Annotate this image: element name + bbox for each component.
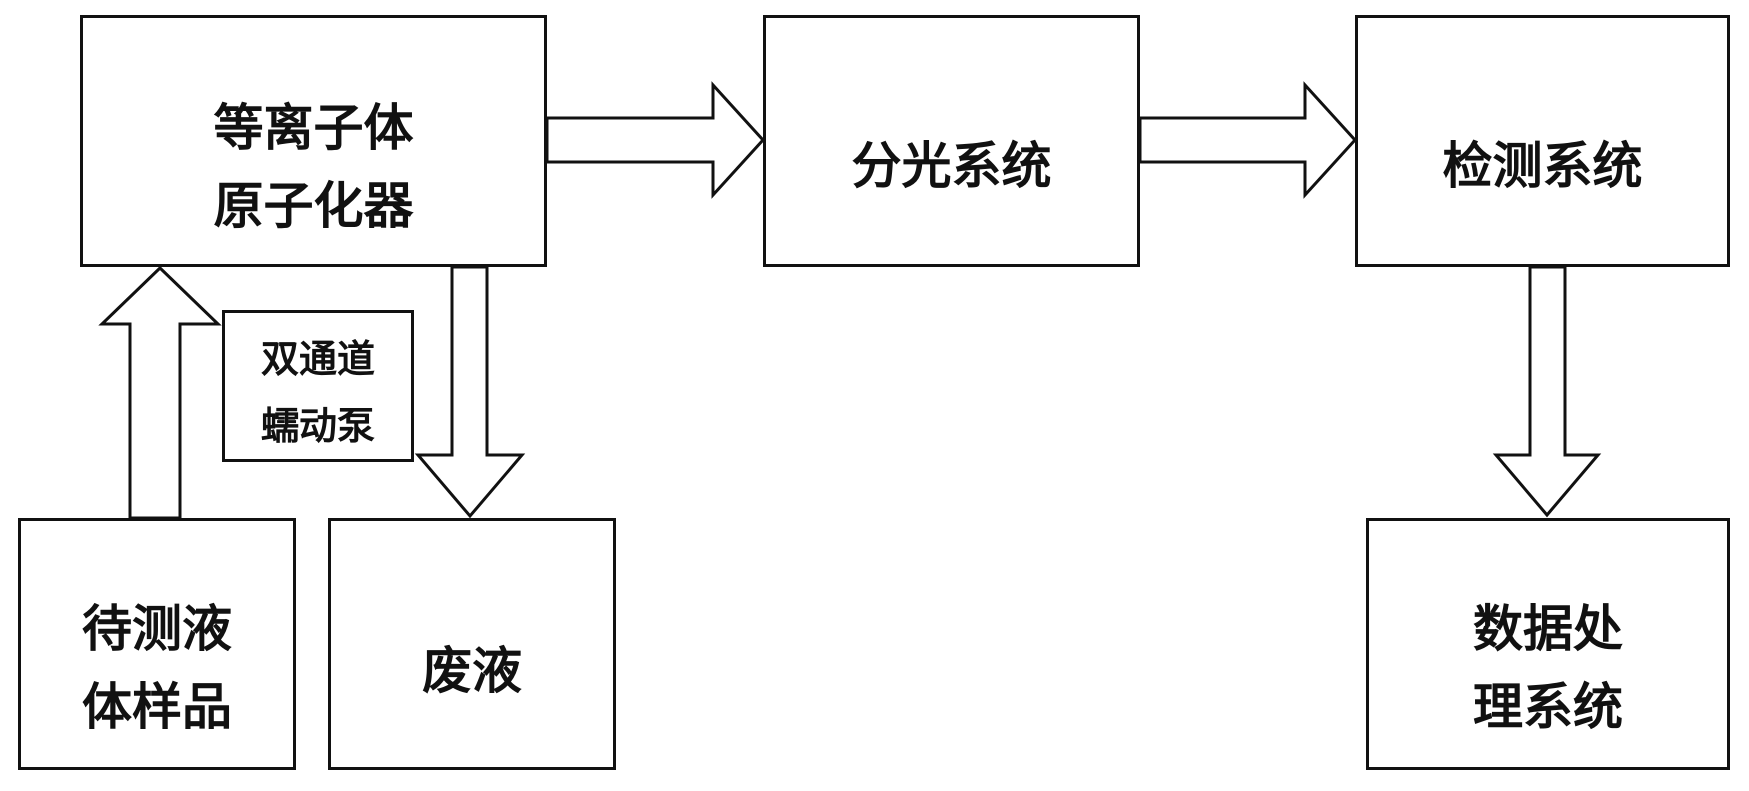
arrow-atomizer-to-waste [418,267,522,516]
dataproc-label-line1: 数据处 [1369,589,1727,661]
waste-box: 废液 [328,518,616,770]
waste-label: 废液 [331,631,613,703]
pump-box: 双通道 蠕动泵 [222,310,414,462]
arrow-sample-to-atomizer [102,268,218,518]
detector-box: 检测系统 [1355,15,1730,267]
atomizer-box: 等离子体 原子化器 [80,15,547,267]
arrow-detector-to-dataproc [1496,267,1598,515]
detector-label: 检测系统 [1358,126,1727,198]
pump-label-line2: 蠕动泵 [225,395,411,450]
sample-label-line1: 待测液 [21,589,293,661]
arrow-atomizer-to-spectro [547,85,763,195]
sample-box: 待测液 体样品 [18,518,296,770]
spectro-box: 分光系统 [763,15,1140,267]
sample-label-line2: 体样品 [21,667,293,739]
dataproc-label-line2: 理系统 [1369,667,1727,739]
dataproc-box: 数据处 理系统 [1366,518,1730,770]
pump-label-line1: 双通道 [225,328,411,383]
atomizer-label-line2: 原子化器 [83,166,544,238]
spectro-label: 分光系统 [766,126,1137,198]
atomizer-label-line1: 等离子体 [83,88,544,160]
arrow-spectro-to-detector [1140,85,1355,195]
